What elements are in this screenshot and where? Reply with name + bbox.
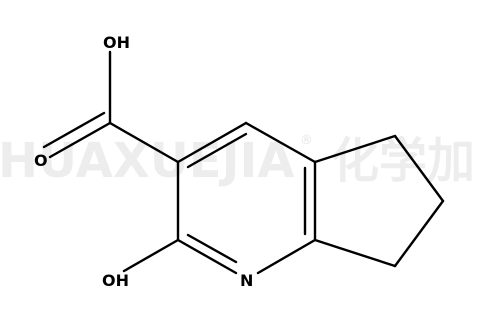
bond-c-o-double-1 xyxy=(48,121,112,159)
bond-c2-oh xyxy=(122,238,180,273)
watermark: HUAXUEJIA ® 化学加 xyxy=(0,133,475,189)
bond-c7-c7a xyxy=(313,238,397,268)
bond-c3-c4-inner xyxy=(186,132,248,169)
bond-c6-c7 xyxy=(393,199,445,268)
atom-label-carboxyl-oh: OH xyxy=(103,33,130,52)
atom-label-hydroxyl-oh: OH xyxy=(102,271,129,290)
bond-c3-cooh xyxy=(108,121,180,164)
bond-c-o-double-2 xyxy=(42,111,106,149)
bond-c3-c4 xyxy=(176,121,248,164)
watermark-text: HUAXUEJIA xyxy=(0,133,294,189)
watermark-registered-mark: ® xyxy=(300,133,313,148)
atom-label-ring-n: N xyxy=(240,271,253,290)
watermark-cn-text: 化学加 xyxy=(331,133,475,189)
atom-label-carbonyl-o: O xyxy=(34,151,48,170)
bond-c4-c4a xyxy=(244,121,317,164)
bonds xyxy=(42,50,445,275)
bond-c4a-c5 xyxy=(313,134,397,164)
bond-n-c2 xyxy=(176,238,238,275)
bond-c5-c6 xyxy=(393,134,445,203)
atom-labels: OH O OH N xyxy=(34,33,253,290)
bond-n-c2-inner xyxy=(186,233,238,264)
bond-c7a-n xyxy=(256,238,317,275)
